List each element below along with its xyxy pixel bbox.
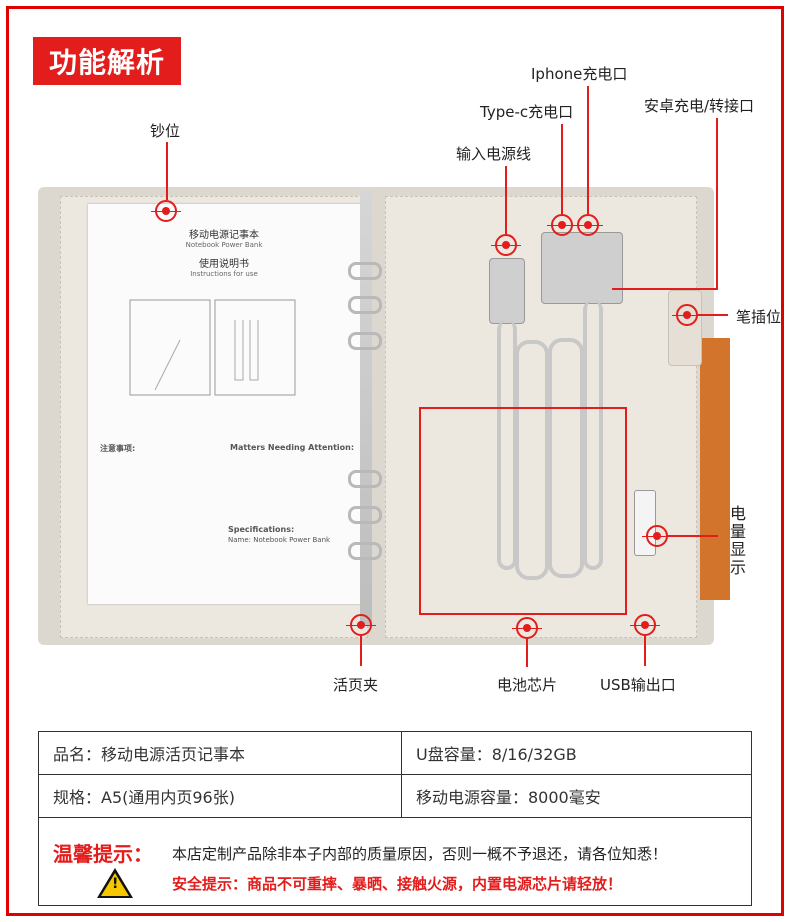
binder-ring [348, 542, 382, 560]
manual-attention: Matters Needing Attention: [230, 443, 355, 452]
callout-binder: 活页夹 [333, 676, 379, 694]
table-row: 规格：A5(通用内页96张) 移动电源容量：8000毫安 [38, 774, 752, 818]
usb-input-plug [489, 258, 525, 324]
usb-output-target-icon [630, 614, 660, 636]
spec-cell: 品名：移动电源活页记事本 [38, 731, 402, 775]
table-row: 品名：移动电源活页记事本 U盘容量：8/16/32GB [38, 731, 752, 775]
warning-exclamation: ! [112, 876, 119, 892]
battery-chip-outline [419, 407, 627, 615]
manual-instructions: 使用说明书 [199, 259, 249, 270]
coin-leader [166, 142, 168, 200]
section-title: 功能解析 [33, 37, 181, 85]
multi-charging-plug [541, 232, 623, 304]
callout-usb-output: USB输出口 [600, 676, 676, 694]
charging-cable-loop [515, 340, 549, 580]
pen-leader [698, 314, 728, 316]
binder-leader [360, 636, 362, 666]
input-cable-leader [505, 166, 507, 234]
binder-ring [348, 296, 382, 314]
spec-cell: 规格：A5(通用内页96张) [38, 774, 402, 818]
manual-title-cn: 移动电源记事本 [189, 230, 259, 241]
pen-slot-target-icon [672, 304, 702, 326]
pen-strap [668, 290, 702, 366]
iphone-port-target-icon [573, 214, 603, 236]
coin-slot-target-icon [151, 200, 181, 222]
manual-subtitle: Notebook Power Bank [185, 241, 263, 249]
binder-ring [348, 332, 382, 350]
chip-target-icon [512, 617, 542, 639]
spec-cell: 移动电源容量：8000毫安 [401, 774, 752, 818]
manual-diagram [129, 299, 296, 396]
callout-input-cable: 输入电源线 [456, 145, 532, 163]
page-frame [6, 6, 784, 916]
binder-ring [348, 506, 382, 524]
callout-chip: 电池芯片 [497, 676, 558, 694]
typec-leader [561, 124, 563, 214]
callout-coin: 钞位 [150, 122, 181, 140]
chip-leader [526, 639, 528, 667]
callout-pen: 笔插位 [736, 308, 782, 326]
manual-instructions-en: Instructions for use [190, 270, 258, 278]
callout-android: 安卓充电/转接口 [644, 97, 755, 115]
bookmark-ribbon [700, 338, 730, 600]
binder-spine [360, 190, 372, 626]
warning-triangle-fill [101, 873, 129, 896]
notice-box: 温馨提示： 本店定制产品除非本子内部的质量原因，否则一概不予退还，请各位知悉！ … [38, 816, 752, 906]
manual-title: 移动电源记事本 Notebook Power Bank 使用说明书 Instru… [88, 226, 360, 278]
callout-iphone: Iphone充电口 [531, 65, 628, 83]
notice-title: 温馨提示： [53, 842, 153, 866]
android-leader-h [612, 288, 718, 290]
typec-port-target-icon [547, 214, 577, 236]
usb-output-leader [644, 636, 646, 666]
notice-text: 本店定制产品除非本子内部的质量原因，否则一概不予退还，请各位知悉！ [172, 845, 668, 863]
notice-safety: 安全提示：商品不可重摔、暴晒、接触火源，内置电源芯片请轻放！ [172, 875, 623, 893]
spec-cell: U盘容量：8/16/32GB [401, 731, 752, 775]
charging-cable [583, 300, 603, 570]
manual-spec-name: Name: Notebook Power Bank [228, 536, 331, 544]
callout-typec: Type-c充电口 [480, 103, 574, 121]
binder-ring [348, 262, 382, 280]
binder-target-icon [346, 614, 376, 636]
android-leader [716, 118, 718, 288]
charging-cable-loop [548, 338, 584, 578]
iphone-leader [587, 86, 589, 214]
manual-notes: 注意事项: [100, 444, 136, 453]
manual-specs: Specifications: [228, 525, 295, 534]
manual-page [88, 204, 360, 604]
spec-table: 品名：移动电源活页记事本 U盘容量：8/16/32GB 规格：A5(通用内页96… [38, 731, 752, 818]
input-cable-target-icon [491, 234, 521, 256]
battery-level-leader [668, 535, 718, 537]
binder-ring [348, 470, 382, 488]
callout-battery-level: 电量显示 [727, 505, 746, 577]
battery-level-target-icon [642, 525, 672, 547]
